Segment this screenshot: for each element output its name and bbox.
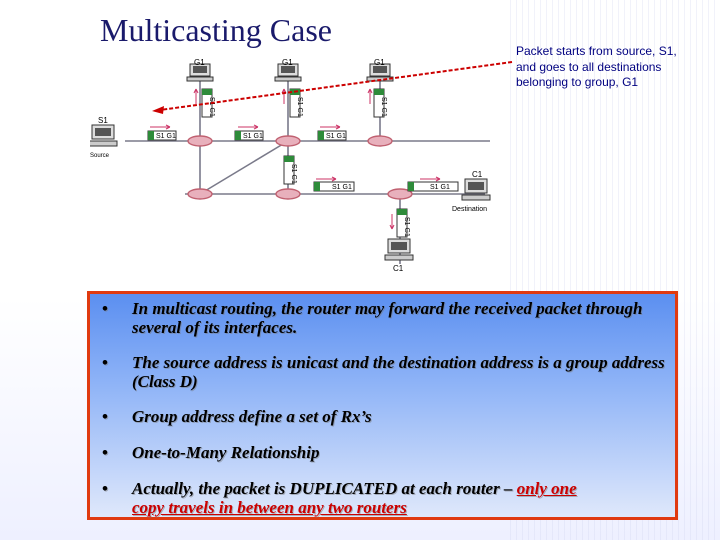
- label-g1-a: G1: [194, 59, 205, 67]
- host-c1-bottom: [384, 238, 414, 261]
- label-dest-caption: Destination: [452, 206, 487, 213]
- router-5: [275, 188, 301, 200]
- packet-8: S1 G1: [380, 97, 387, 117]
- bullet-text-4: One-to-Many Relationship: [132, 443, 320, 462]
- packet-2: S1 G1: [243, 133, 263, 140]
- bullet-5-part-a: Actually, the packet is DUPLICATED at ea…: [132, 479, 517, 498]
- routers: [187, 135, 413, 200]
- bullet-text-5: Actually, the packet is DUPLICATED at ea…: [132, 479, 667, 517]
- bullet-text-2: The source address is unicast and the de…: [132, 353, 665, 391]
- bullet-dot: •: [102, 407, 108, 426]
- callout-text: Packet starts from source, S1, and goes …: [516, 44, 677, 89]
- bullet-dot: •: [102, 479, 108, 498]
- link-diag: [199, 140, 289, 195]
- router-4: [187, 188, 213, 200]
- router-3: [367, 135, 393, 147]
- label-g1-c: G1: [374, 59, 385, 67]
- bullet-dot: •: [102, 443, 108, 462]
- packet-3: S1 G1: [326, 133, 346, 140]
- bullet-5-part-c: copy travels in between any two routers: [132, 498, 407, 517]
- bullet-text-1: In multicast routing, the router may for…: [132, 299, 643, 337]
- router-2: [275, 135, 301, 147]
- network-links: [125, 69, 490, 264]
- bullet-5-highlight: only one: [516, 479, 577, 498]
- packet-7: S1 G1: [296, 97, 303, 117]
- router-1: [187, 135, 213, 147]
- label-source-host: S1: [98, 116, 108, 125]
- network-svg: G1 G1 G1 C1 C1 S1 Source Destination S1 …: [90, 59, 491, 273]
- label-c1-bottom: C1: [393, 264, 404, 273]
- label-c1-dest: C1: [472, 170, 483, 179]
- bullet-dot: •: [102, 299, 108, 318]
- bullet-box: • In multicast routing, the router may f…: [87, 291, 678, 520]
- packets-vertical: S1 G1 S1 G1 S1 G1 S1 G1 S1 G1: [201, 88, 410, 238]
- slide-title: Multicasting Case: [100, 12, 332, 48]
- bullet-dot: •: [102, 353, 108, 372]
- packet-1: S1 G1: [156, 133, 176, 140]
- bullet-text-3: Group address define a set of Rx’s: [132, 407, 372, 426]
- label-source-caption: Source: [90, 153, 110, 159]
- label-g1-b: G1: [282, 59, 293, 67]
- host-source: [90, 124, 118, 147]
- packets-horizontal: S1 G1 S1 G1 S1 G1 S1 G1 S1 G1: [147, 130, 459, 192]
- packet-4: S1 G1: [332, 184, 352, 191]
- packet-6: S1 G1: [208, 97, 215, 117]
- router-6: [387, 188, 413, 200]
- packet-10: S1 G1: [403, 217, 410, 237]
- host-destination: [461, 178, 491, 201]
- packet-9: S1 G1: [290, 164, 297, 184]
- multicast-network-diagram: G1 G1 G1 C1 C1 S1 Source Destination S1 …: [90, 59, 505, 276]
- packet-5: S1 G1: [430, 184, 450, 191]
